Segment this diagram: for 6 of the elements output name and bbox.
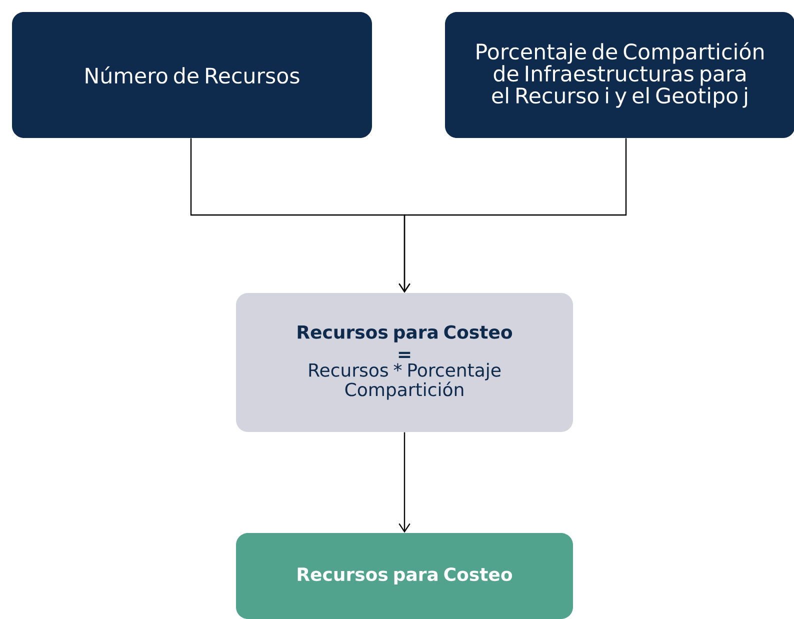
arrow bbox=[398, 432, 410, 533]
result-box: Recursos para Costeo bbox=[236, 533, 573, 619]
formula-box: Recursos para Costeo = Recursos * Porcentaje Compartición bbox=[236, 293, 573, 432]
input-box: Número de Recursos bbox=[12, 12, 372, 138]
arrow bbox=[398, 138, 627, 293]
input-box: Porcentaje de Compartición de Infraestructuras para el Recurso i y el Geotipo j bbox=[445, 12, 794, 138]
